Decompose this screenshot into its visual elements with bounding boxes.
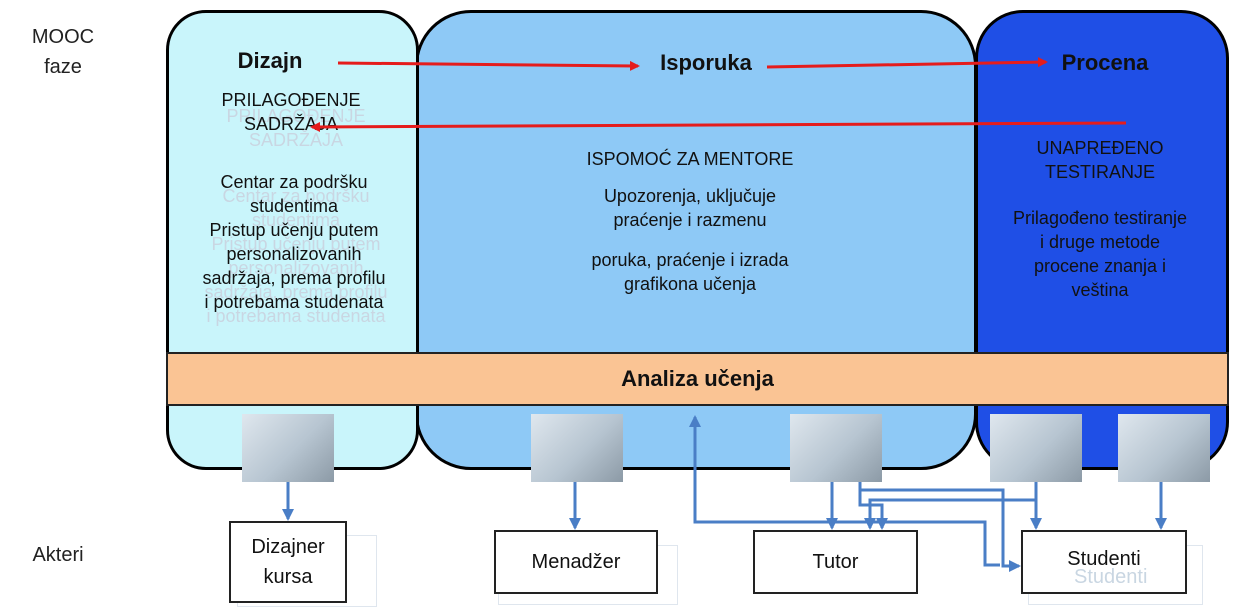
actor-avatar-dizajner xyxy=(242,414,334,482)
phase-procena-text: Prilagođeno testiranje i druge metode pr… xyxy=(1012,208,1188,300)
actor-dizajner-kursa: Dizajner kursa xyxy=(229,521,347,603)
actor-studenti-label-shadow: Studenti xyxy=(1074,566,1148,588)
actor-studenti: Studenti xyxy=(1021,530,1187,594)
phase-dizajn-text-shadow: Centar za podršku studentima Pristup uče… xyxy=(204,186,388,326)
arrow-studenti-to-analiza xyxy=(689,415,1000,567)
arrow-dizajn-to-isporuka xyxy=(337,60,640,71)
phase-dizajn-heading-shadow: PRILAGOĐENJE SADRŽAJA xyxy=(226,106,366,150)
phase-dizajn-text: Centar za podršku studentima Pristup uče… xyxy=(202,172,386,312)
phase-procena-title: Procena xyxy=(1061,50,1149,75)
actors-label: Akteri xyxy=(32,544,84,566)
actor-studenti-label: Studenti xyxy=(1067,548,1141,570)
actor-avatar-student-1 xyxy=(990,414,1082,482)
arrow-student-avatar-to-tutor xyxy=(864,498,1036,530)
actor-menadzer: Menadžer xyxy=(494,530,658,594)
learning-analytics-band: Analiza učenja xyxy=(166,352,1229,406)
phase-dizajn-title: Dizajn xyxy=(237,48,303,73)
mooc-phases-label: MOOC faze xyxy=(31,26,95,78)
actor-avatar-tutor xyxy=(790,414,882,482)
phase-isporuka-text-1: Upozorenja, uključuje praćenje i razmenu xyxy=(603,186,777,230)
actor-tutor: Tutor xyxy=(753,530,918,594)
phase-isporuka-text-2: poruka, praćenje i izrada grafikona učen… xyxy=(591,250,789,294)
actor-avatar-student-2 xyxy=(1118,414,1210,482)
phase-isporuka-title: Isporuka xyxy=(660,50,752,75)
arrow-procena-to-dizajn xyxy=(310,121,1127,132)
phase-procena-heading: UNAPREĐENO TESTIRANJE xyxy=(1036,138,1164,182)
phase-isporuka-heading: ISPOMOĆ ZA MENTORE xyxy=(586,149,794,169)
arrow-isporuka-to-procena xyxy=(766,57,1048,69)
actor-avatar-menadzer xyxy=(531,414,623,482)
arrow-tutor-avatar-to-studenti xyxy=(860,488,1021,572)
